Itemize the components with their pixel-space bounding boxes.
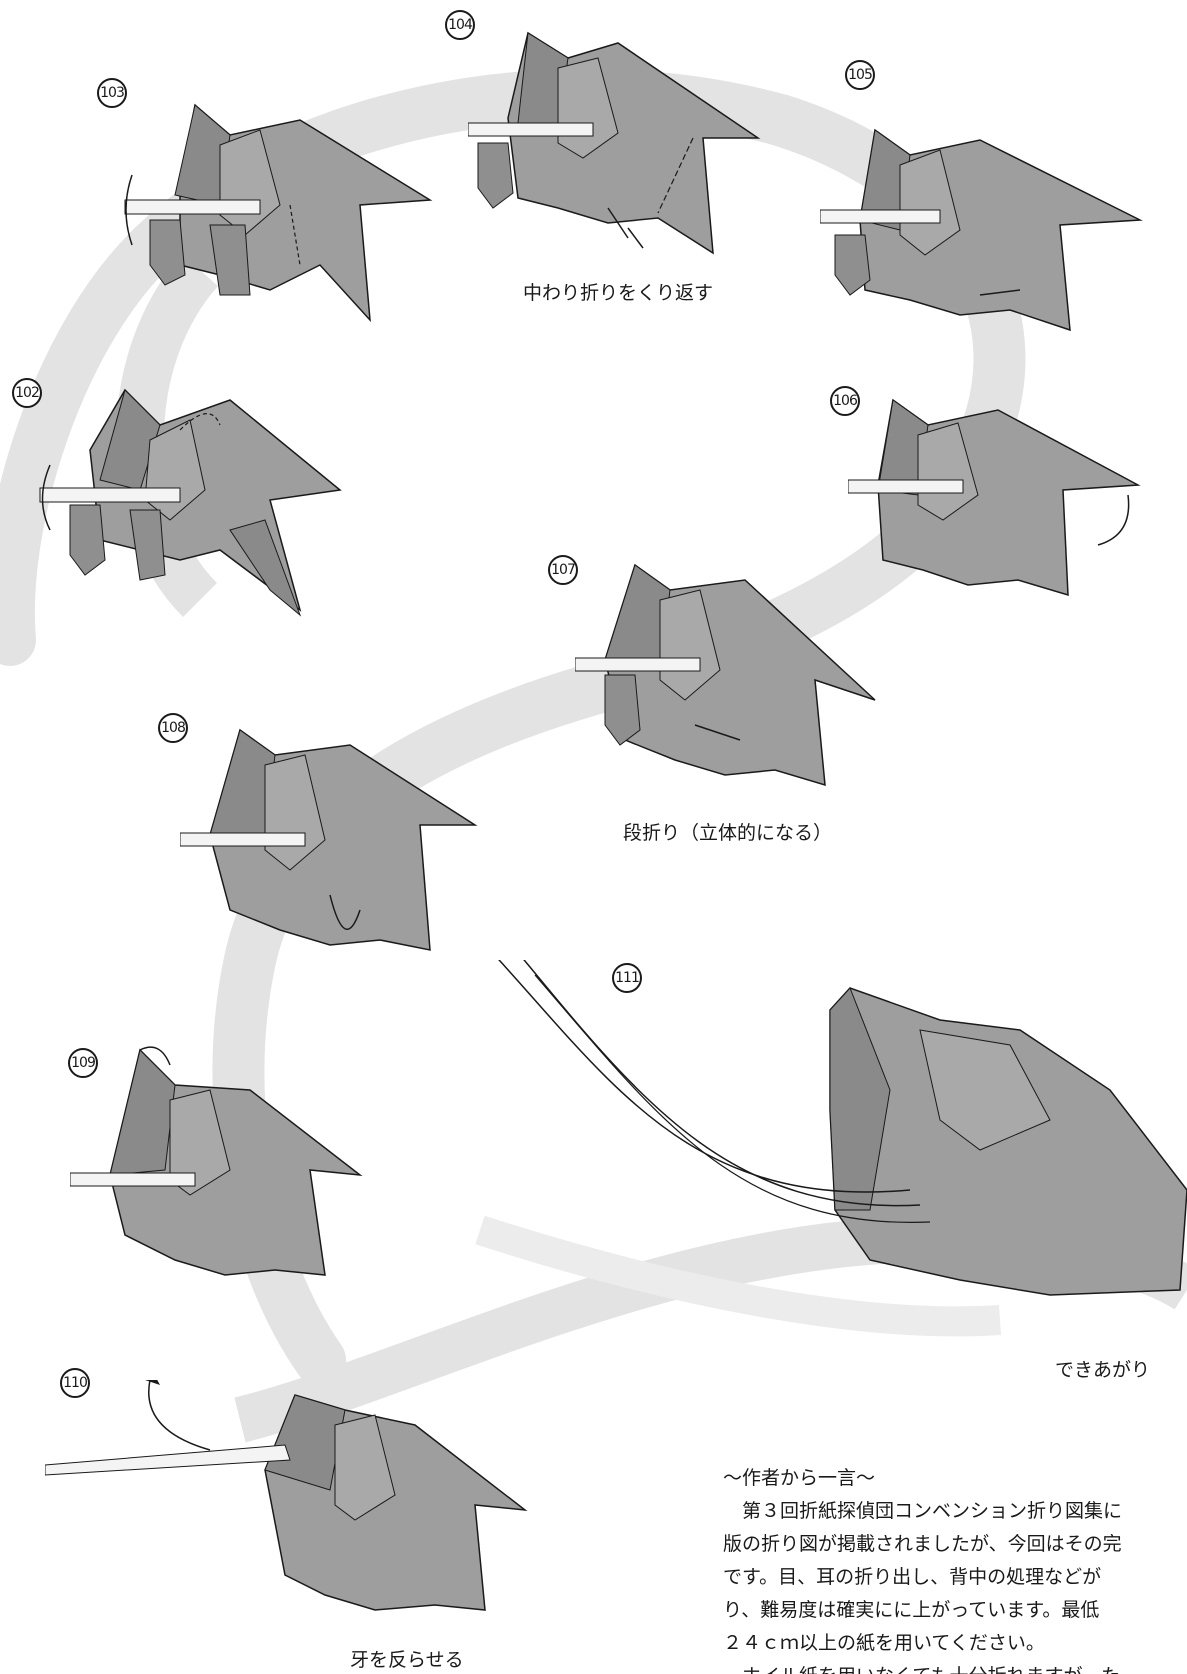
caption-step-110: 牙を反らせる bbox=[350, 1649, 464, 1671]
mammoth-figure-102 bbox=[39, 388, 342, 617]
step-number-label: 104 bbox=[448, 17, 473, 33]
author-note-heading: 〜作者から一言〜 bbox=[723, 1467, 876, 1489]
step-number-label: 110 bbox=[63, 1375, 88, 1391]
step-number-label: 109 bbox=[71, 1055, 96, 1071]
step-number-label: 103 bbox=[100, 85, 125, 101]
mammoth-figure-103 bbox=[124, 103, 433, 323]
step-number-105: 105 bbox=[845, 60, 875, 90]
step-number-107: 107 bbox=[548, 555, 578, 585]
mammoth-figure-105 bbox=[820, 128, 1143, 332]
step-number-110: 110 bbox=[60, 1368, 90, 1398]
step-number-label: 108 bbox=[161, 720, 186, 736]
step-number-108: 108 bbox=[158, 713, 188, 743]
author-note-line: り、難易度は確実にに上がっています。最低 bbox=[723, 1599, 1100, 1621]
step-number-103: 103 bbox=[97, 78, 127, 108]
mammoth-figure-106 bbox=[848, 398, 1141, 597]
mammoth-figure-107 bbox=[575, 563, 876, 787]
step-number-label: 105 bbox=[848, 67, 873, 83]
caption-step-111: できあがり bbox=[1055, 1359, 1151, 1381]
caption-step-107: 段折り（立体的になる） bbox=[623, 822, 833, 844]
author-note-line: ２４ｃｍ以上の紙を用いてください。 bbox=[723, 1632, 1045, 1654]
mammoth-figure-108 bbox=[180, 728, 478, 951]
mammoth-figure-111-final bbox=[498, 960, 1187, 1296]
swirl-lower-arc bbox=[475, 1215, 1001, 1337]
author-note-line: 第３回折紙探偵団コンベンション折り図集に bbox=[723, 1500, 1123, 1522]
step-number-109: 109 bbox=[68, 1048, 98, 1078]
mammoth-figure-104 bbox=[468, 31, 761, 255]
step-number-104: 104 bbox=[445, 10, 475, 40]
step-number-label: 111 bbox=[615, 970, 640, 986]
step-number-102: 102 bbox=[12, 378, 42, 408]
step-number-label: 106 bbox=[833, 393, 858, 409]
mammoth-figure-109 bbox=[70, 1046, 363, 1276]
author-note-line: ホイル紙を用いなくても十分折れますが、た bbox=[723, 1660, 1187, 1674]
author-note: 〜作者から一言〜 第３回折紙探偵団コンベンション折り図集に 版の折り図が掲載され… bbox=[723, 1462, 1187, 1674]
author-note-line: です。目、耳の折り出し、背中の処理などが bbox=[723, 1566, 1102, 1588]
author-note-line: 版の折り図が掲載されましたが、今回はその完 bbox=[723, 1533, 1122, 1555]
step-number-label: 102 bbox=[15, 385, 40, 401]
step-number-111: 111 bbox=[612, 963, 642, 993]
step-number-106: 106 bbox=[830, 386, 860, 416]
caption-step-104: 中わり折りをくり返す bbox=[523, 282, 714, 304]
step-number-label: 107 bbox=[551, 562, 576, 578]
mammoth-figure-110 bbox=[45, 1380, 528, 1611]
